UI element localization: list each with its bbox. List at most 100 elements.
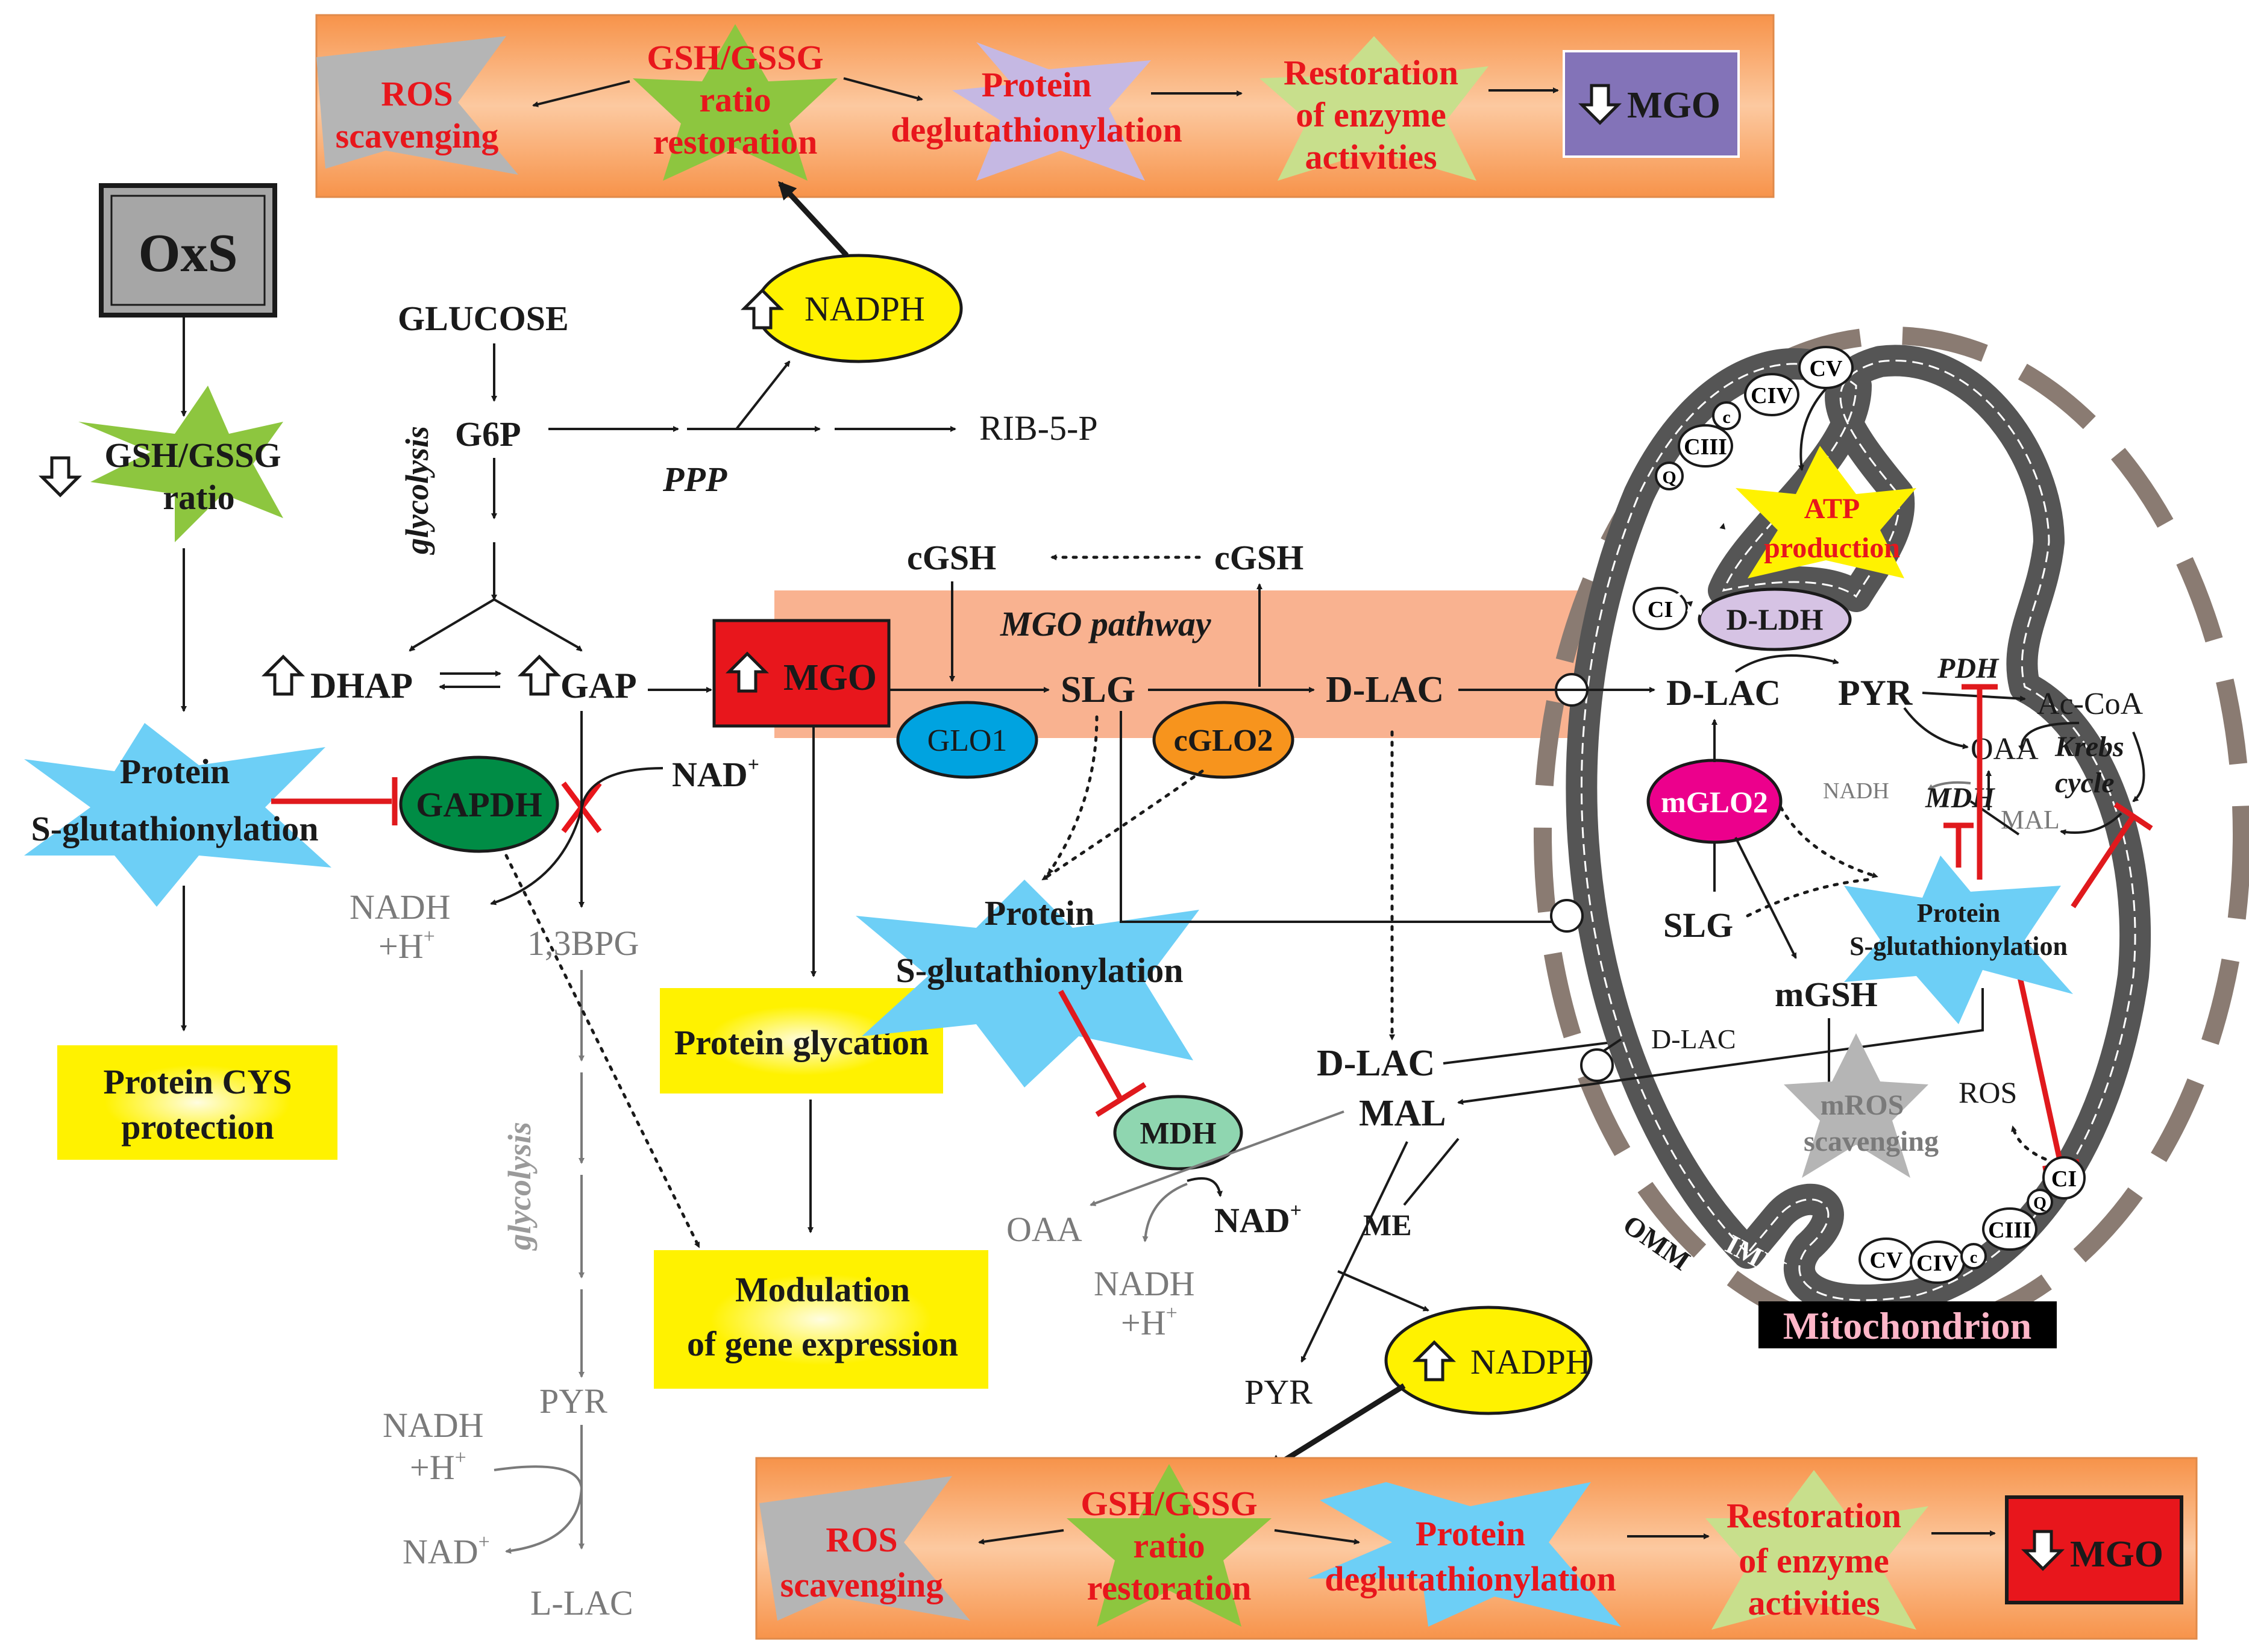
cycle-label: cycle (2055, 767, 2115, 799)
bottom-gsh-star (1067, 1464, 1272, 1627)
nad2-label: NAD+ (403, 1531, 490, 1571)
mal-label: MAL (1359, 1093, 1446, 1134)
central-sglut-star (856, 880, 1199, 1087)
inner-membrane (1566, 345, 2151, 1316)
svg-text:c: c (1970, 1248, 1977, 1267)
cys-protection-box (57, 1045, 337, 1160)
svg-text:e: e (1664, 522, 1673, 544)
pyr-me-label: PYR (1244, 1372, 1313, 1412)
bottom-nadph-node (1384, 1306, 1593, 1415)
mito-dlac-small-label: D-LAC (1651, 1024, 1736, 1054)
svg-text:CV: CV (1870, 1248, 1903, 1273)
mitochondrion-title-box (1758, 1301, 2057, 1348)
top-mgo-label: MGO (1627, 85, 1720, 126)
slg-label: SLG (1061, 669, 1135, 710)
mito-sglut-star (1844, 856, 2073, 1024)
cgsh-right-label: cGSH (1214, 538, 1303, 577)
svg-text:CIII: CIII (1988, 1218, 2031, 1243)
mdh-enzyme (1113, 1095, 1243, 1171)
mglo2-label: mGLO2 (1661, 785, 1768, 819)
deglut-star (952, 42, 1151, 181)
rib5p-label: RIB-5-P (979, 408, 1098, 448)
gapdh-label: GAPDH (416, 785, 542, 824)
mitochondrion-title: Mitochondrion (1783, 1304, 2031, 1347)
svg-text:CV: CV (1810, 356, 1843, 381)
dldh-label: D-LDH (1726, 602, 1823, 636)
bottom-ros-star (759, 1476, 970, 1621)
mito-slg-label: SLG (1663, 906, 1733, 945)
h-mdh-label: +H+ (1121, 1302, 1178, 1342)
top-etc: CV CIV c CIII Q CI e (1633, 346, 1854, 630)
g6p-label: G6P (455, 415, 521, 454)
mgo-label: MGO (783, 657, 877, 698)
omm-label: OMM (1617, 1209, 1696, 1276)
restoration-star (1259, 36, 1488, 181)
svg-text:CI: CI (1648, 597, 1673, 622)
gap-label: GAP (560, 666, 637, 706)
svg-text:CIV: CIV (1916, 1251, 1959, 1276)
mito-ros-label: ROS (1959, 1075, 2017, 1109)
nad-mdh-label: NAD+ (1214, 1200, 1302, 1240)
nadh2-label: NADH (383, 1406, 484, 1445)
mdh-label: MDH (1140, 1116, 1216, 1151)
gsh-star (633, 24, 838, 181)
me-label: ME (1363, 1208, 1412, 1242)
mgo-pathway-label: MGO pathway (1000, 604, 1211, 643)
left-sglut-star (24, 723, 331, 907)
svg-text:Q: Q (1662, 468, 1676, 487)
glo1-label: GLO1 (927, 724, 1008, 758)
mito-mal-label: MAL (2001, 805, 2060, 834)
left-gsh-star (78, 386, 283, 542)
cgsh-left-label: cGSH (907, 538, 996, 577)
nadh-mdh-label: NADH (1094, 1264, 1195, 1303)
oxs-box (99, 183, 277, 318)
h2-label: +H+ (410, 1447, 466, 1487)
svg-text:CI: CI (2051, 1166, 2077, 1192)
bottom-mgo-label: MGO (2070, 1534, 2163, 1575)
ppp-label: PPP (662, 460, 727, 499)
bottom-etc: CV CIV c CIII Q CI (1858, 1156, 2086, 1284)
mito-dlac-label: D-LAC (1666, 673, 1781, 713)
mito-pyr-label: PYR (1838, 673, 1913, 713)
glycolysis-section: GLUCOSE G6P glycolysis RIB-5-P PPP DHAP … (265, 299, 1098, 1622)
nad-label: NAD+ (672, 754, 759, 794)
glycolysis-vertical-label: glycolysis (399, 426, 435, 555)
dldh-enzyme (1698, 587, 1852, 651)
svg-text:CIV: CIV (1751, 383, 1793, 408)
glycolysis-vertical-label-2: glycolysis (501, 1122, 538, 1251)
mito-mdh-label: MDH (1925, 782, 1995, 814)
oaa-label: OAA (1006, 1210, 1082, 1249)
mros-star (1784, 1033, 1928, 1178)
h-label: +H+ (378, 925, 435, 966)
nadh-label: NADH (350, 887, 451, 927)
dlac2-label: D-LAC (1317, 1043, 1435, 1084)
cglo2-enzyme (1152, 701, 1294, 779)
glucose-label: GLUCOSE (398, 299, 569, 338)
top-nadph-label: NADPH (805, 289, 925, 328)
cglo2-label: cGLO2 (1174, 724, 1273, 758)
llac-label: L-LAC (530, 1583, 633, 1622)
mito-nadh-label: NADH (1823, 778, 1889, 804)
bpg-label: 1,3BPG (527, 924, 639, 963)
bottom-restoration-star (1705, 1470, 1928, 1630)
svg-text:c: c (1722, 407, 1730, 427)
acoa-label: Ac-CoA (2037, 687, 2144, 721)
